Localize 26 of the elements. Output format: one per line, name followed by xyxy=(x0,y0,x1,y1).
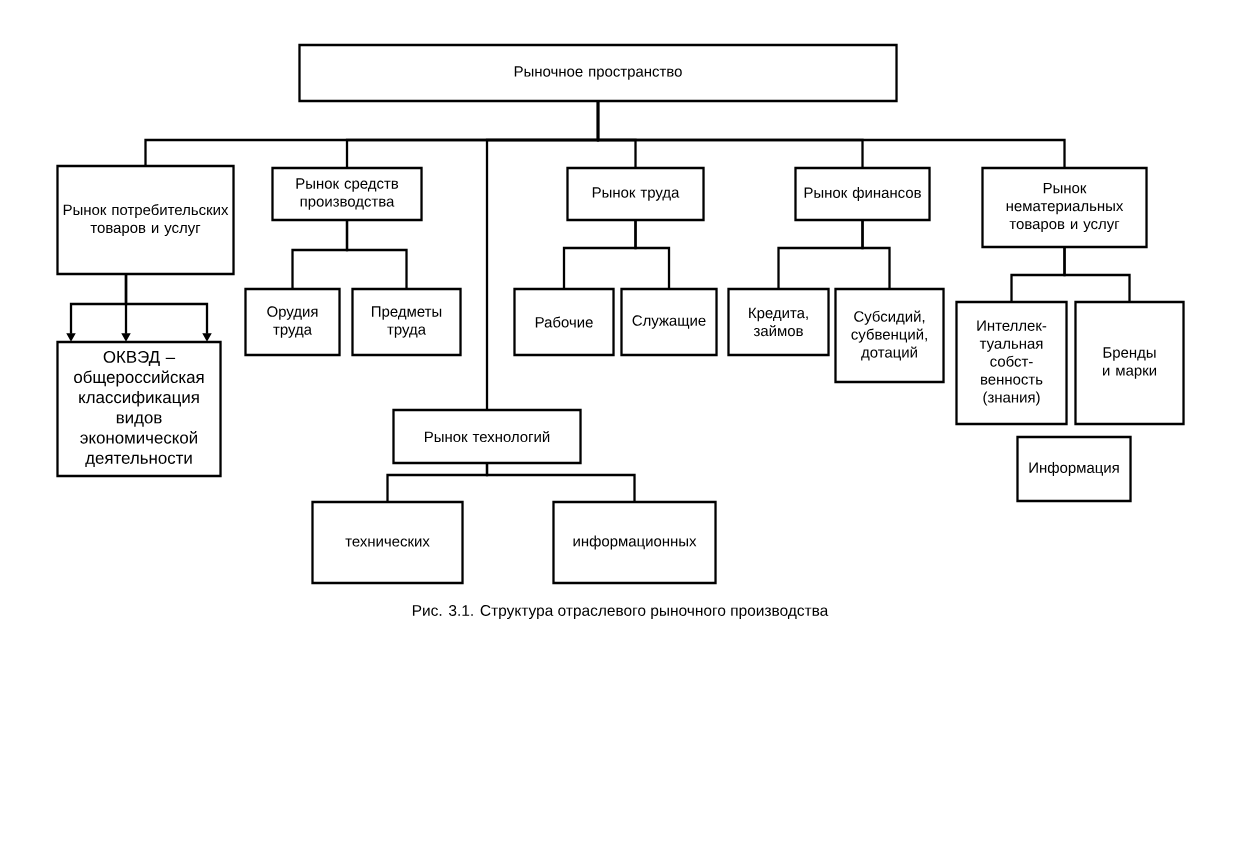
box: Предметы труда xyxy=(351,287,462,357)
box: Орудия труда xyxy=(244,287,341,357)
box: Служащие xyxy=(620,287,718,357)
caption: Рис. 3.1. Структура отраслевого рыночного производства xyxy=(412,605,829,619)
box: ОКВЭД – общероссийская классификация видов экономической деятельности xyxy=(56,340,222,478)
connector xyxy=(634,220,671,289)
box: Рынок труда xyxy=(566,166,705,222)
box: Рынок средств производства xyxy=(271,166,423,222)
box: Рабочие xyxy=(513,287,615,357)
connector xyxy=(596,101,1066,168)
box: Информация xyxy=(1016,435,1132,503)
box: Рынок технологий xyxy=(392,408,582,465)
box: информационных xyxy=(552,500,717,585)
connector xyxy=(485,463,636,502)
box: Субсидий, субвенций, дотаций xyxy=(834,287,945,384)
box: технических xyxy=(311,500,464,585)
connector xyxy=(861,220,891,289)
box: Рынок финансов xyxy=(794,166,931,222)
box: Рыночное пространство xyxy=(298,43,898,103)
box: Рынок потребительских товаров и услуг xyxy=(56,164,235,276)
box: Кредита, займов xyxy=(727,287,830,357)
box: Бренды и марки xyxy=(1074,300,1185,426)
connector xyxy=(345,220,408,289)
connector xyxy=(1063,247,1131,302)
box: Рынок нематериальных товаров и услуг xyxy=(981,166,1148,249)
box: Интеллек-туальная собст-венность (знания) xyxy=(955,300,1068,426)
